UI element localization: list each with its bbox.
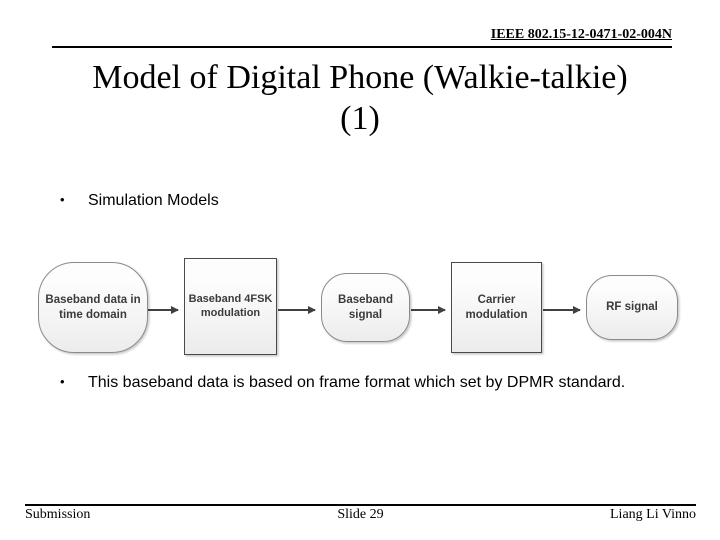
flow-arrow-icon — [278, 306, 316, 314]
slide-title-line1: Model of Digital Phone (Walkie-talkie) — [92, 59, 628, 96]
slide-title: Model of Digital Phone (Walkie-talkie) (… — [0, 58, 720, 140]
bullet-item-dpmr-standard: • This baseband data is based on frame f… — [60, 371, 640, 394]
flow-node-4fsk-modulation: Baseband 4FSK modulation — [184, 258, 277, 355]
footer-author-label: Liang Li Vinno — [610, 507, 697, 522]
bullet-item-simulation-models: • Simulation Models — [60, 189, 219, 212]
bullet-text: This baseband data is based on frame for… — [88, 374, 626, 391]
bullet-icon: • — [60, 192, 65, 207]
flow-node-baseband-data: Baseband data in time domain — [38, 262, 148, 353]
flow-node-carrier-modulation: Carrier modulation — [451, 262, 542, 353]
footer-submission-label: Submission — [25, 507, 91, 522]
footer-slide-number: Slide 29 — [337, 507, 384, 522]
footer-divider — [25, 504, 696, 506]
document-number: IEEE 802.15-12-0471-02-004N — [490, 27, 672, 42]
bullet-icon: • — [60, 374, 65, 389]
header-divider — [52, 46, 672, 48]
bullet-text: Simulation Models — [88, 192, 219, 209]
flow-node-rf-signal: RF signal — [586, 275, 678, 340]
flow-node-baseband-signal: Baseband signal — [321, 273, 410, 342]
flow-arrow-icon — [543, 306, 581, 314]
slide-title-line2: (1) — [340, 99, 380, 137]
footer: Submission Slide 29 Liang Li Vinno — [25, 507, 696, 523]
flow-arrow-icon — [411, 306, 446, 314]
flow-arrow-icon — [148, 306, 179, 314]
